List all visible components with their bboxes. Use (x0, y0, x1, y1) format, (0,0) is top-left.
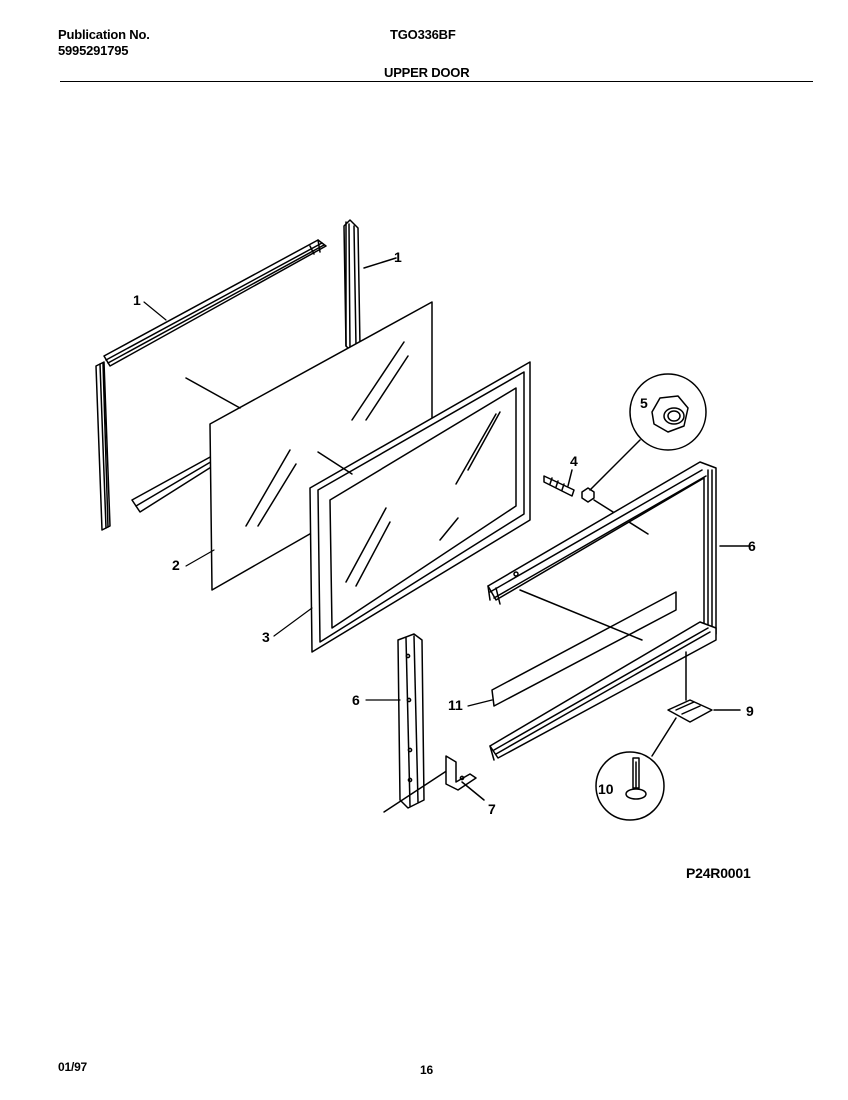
callout-2: 2 (172, 557, 180, 573)
callout-11: 11 (448, 697, 463, 713)
model-number: TGO336BF (390, 27, 456, 42)
part-1-right-trim (343, 219, 397, 353)
callout-6-right: 6 (748, 538, 756, 554)
callout-6-left: 6 (352, 692, 360, 708)
publication-number: 5995291795 (58, 43, 129, 58)
part-3-framed-glass (309, 361, 531, 653)
revision-date: 01/97 (58, 1060, 88, 1074)
part-6-bottom-rail (489, 621, 717, 761)
part-11-strip (491, 589, 677, 707)
part-10-bolt (595, 717, 677, 821)
callout-10: 10 (598, 781, 614, 797)
part-1-left-trim (95, 361, 111, 531)
part-1-top-trim (103, 239, 327, 367)
part-5-nut (581, 373, 707, 535)
callout-4: 4 (570, 453, 578, 469)
part-6-left-frame (383, 633, 449, 813)
publication-label: Publication No. (58, 27, 150, 42)
part-9-clip (667, 651, 741, 723)
callout-5: 5 (640, 395, 648, 411)
callout-3: 3 (262, 629, 270, 645)
part-1-bottom-trim (131, 455, 217, 513)
section-title: UPPER DOOR (384, 65, 470, 80)
part-4-screw (543, 469, 575, 497)
page-number: 16 (420, 1063, 433, 1077)
leader-lines (143, 301, 493, 707)
diagram-code: P24R0001 (686, 865, 751, 881)
callout-1-right-trim: 1 (394, 249, 402, 265)
part-7-bracket (445, 755, 485, 801)
header-rule (60, 81, 813, 82)
callout-9: 9 (746, 703, 754, 719)
callout-1-top-trim: 1 (133, 292, 141, 308)
callout-7: 7 (488, 801, 496, 817)
